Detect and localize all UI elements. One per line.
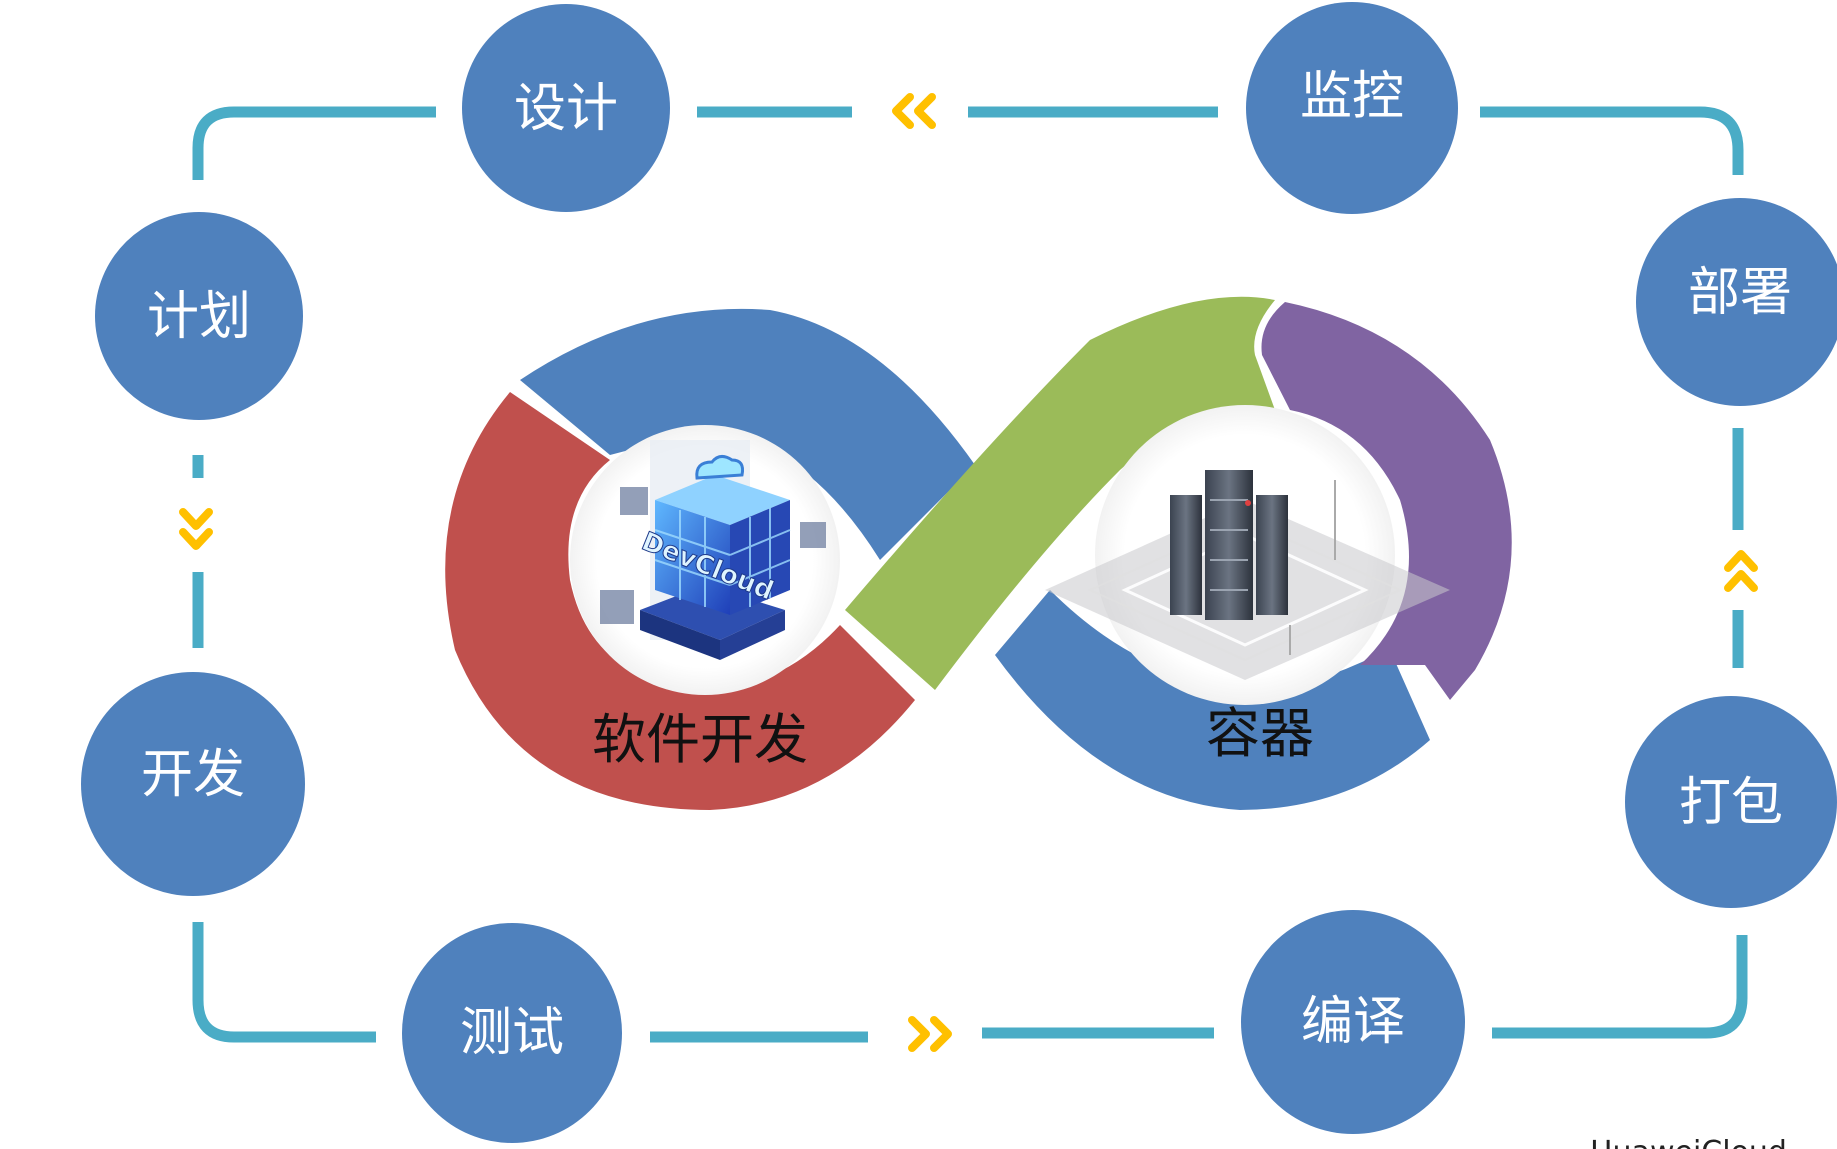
container-label: 容器	[1206, 702, 1314, 765]
stage-label-package: 打包	[1679, 773, 1783, 833]
connector-package-to-compile	[1492, 935, 1748, 1039]
stage-node-plan: 计划	[95, 212, 303, 420]
loop-segment-purple	[1261, 302, 1512, 700]
connector-plan-to-design	[192, 106, 436, 180]
connector-test-to-develop	[192, 922, 376, 1043]
stage-node-package: 打包	[1625, 696, 1837, 908]
double-chevron-up-icon	[1724, 550, 1758, 592]
stage-node-develop: 开发	[81, 672, 305, 896]
loop-segment-green	[845, 296, 1275, 690]
loop-segment-red	[445, 392, 915, 810]
stage-node-test: 测试	[402, 923, 622, 1143]
stage-node-design: 设计	[462, 4, 670, 212]
connector-monitor-to-deploy	[1480, 106, 1744, 175]
software-dev-label: 软件开发	[592, 708, 808, 771]
chevron-group	[179, 93, 1758, 1052]
watermark-text: HuaweiCloud	[1590, 1135, 1787, 1149]
stage-label-plan: 计划	[147, 287, 251, 347]
stage-label-develop: 开发	[141, 745, 245, 805]
stage-label-design: 设计	[514, 79, 618, 139]
devcloud-cube-icon: DevCloud	[600, 440, 826, 660]
stage-label-deploy: 部署	[1688, 263, 1792, 323]
stage-label-monitor: 监控	[1300, 67, 1404, 127]
stage-node-deploy: 部署	[1636, 198, 1837, 406]
server-container-icon	[1045, 470, 1450, 680]
double-chevron-left-icon	[892, 93, 936, 129]
stage-node-monitor: 监控	[1246, 2, 1458, 214]
outer-loop-connectors	[192, 106, 1748, 1043]
stage-node-compile: 编译	[1241, 910, 1465, 1134]
double-chevron-right-icon	[908, 1016, 952, 1052]
stage-label-test: 测试	[460, 1003, 564, 1063]
double-chevron-down-icon	[179, 508, 213, 550]
stage-label-compile: 编译	[1301, 992, 1405, 1052]
